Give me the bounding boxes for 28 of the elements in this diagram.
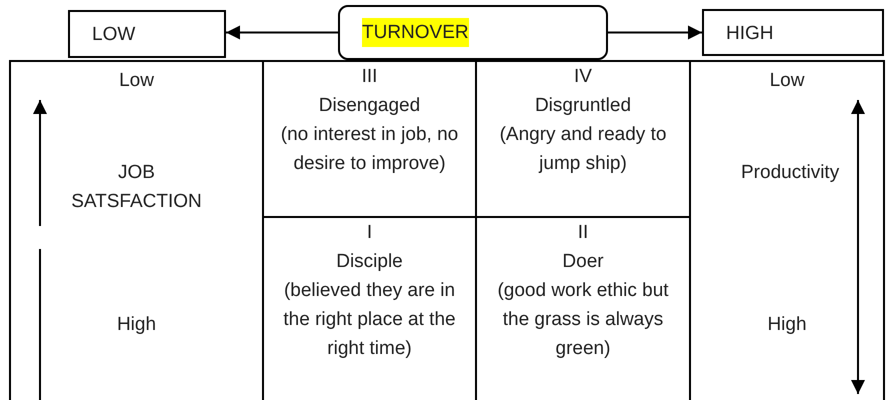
- quadrant-title: Disgruntled: [534, 94, 632, 118]
- quadrant-title: Disengaged: [318, 94, 422, 118]
- quadrant-title: Doer: [561, 250, 605, 274]
- quadrant-description: (no interest in job, no desire to improve): [280, 123, 460, 176]
- scale-end-label: Low: [118, 69, 155, 93]
- quadrant-title: Disciple: [335, 250, 404, 274]
- level-label: HIGH: [725, 22, 774, 46]
- arrow: [226, 26, 338, 40]
- scale-column: [9, 60, 264, 400]
- quadrant-number: III: [360, 65, 378, 89]
- topic-box: [338, 5, 608, 60]
- level-box: [68, 10, 226, 58]
- quadrant-description: (believed they are in the right place at the right time): [282, 279, 457, 361]
- level-box: [702, 9, 884, 56]
- arrow: [608, 26, 702, 40]
- scale-end-label: High: [116, 313, 158, 337]
- quadrant-number: II: [576, 221, 590, 245]
- quadrant-number: IV: [573, 65, 593, 89]
- scale-end-label: Low: [768, 69, 806, 93]
- quadrant-number: I: [366, 221, 374, 245]
- quadrant-description: (good work ethic but the grass is always green): [496, 279, 670, 361]
- axis-label: Productivity: [740, 161, 840, 185]
- topic-label: TURNOVER: [362, 18, 469, 47]
- level-label: LOW: [91, 23, 136, 47]
- scale-end-label: High: [766, 313, 808, 337]
- axis-label: JOB SATSFACTION: [70, 161, 203, 214]
- scale-column: [689, 60, 885, 400]
- quadrant-description: (Angry and ready to jump ship): [498, 123, 668, 176]
